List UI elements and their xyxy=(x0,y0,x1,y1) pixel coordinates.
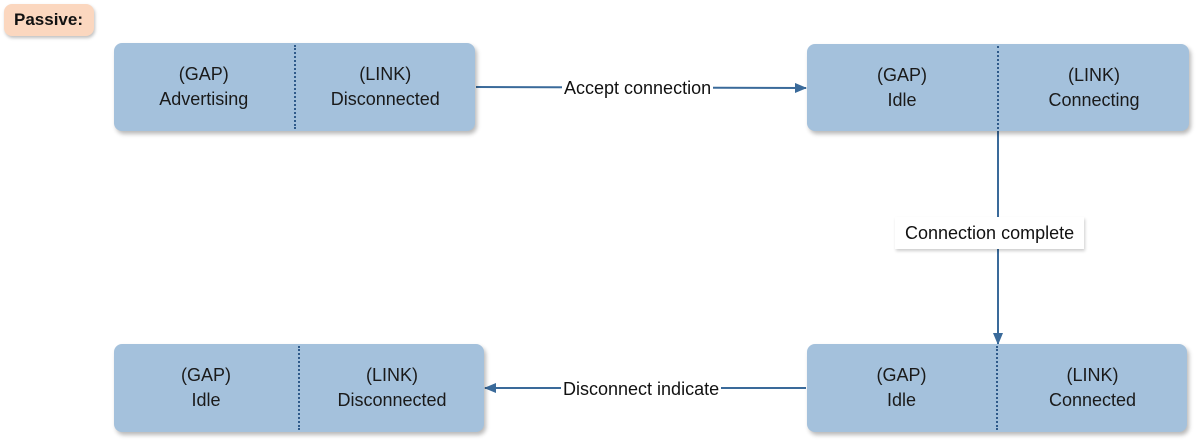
gap-state: Advertising xyxy=(159,89,249,109)
gap-section: (GAP) Advertising xyxy=(114,43,294,131)
gap-tag: (GAP) xyxy=(876,365,927,385)
link-tag: (LINK) xyxy=(1067,64,1120,85)
state-advertising: (GAP) Advertising (LINK) Disconnected xyxy=(114,43,475,131)
link-tag: (LINK) xyxy=(1066,365,1119,385)
link-tag: (LINK) xyxy=(359,64,412,84)
state-connected: (GAP) Idle (LINK) Connected xyxy=(807,344,1187,432)
label-disconnect-indicate: Disconnect indicate xyxy=(561,377,722,401)
state-divider xyxy=(293,45,296,129)
state-divider xyxy=(996,346,998,430)
passive-badge: Passive: xyxy=(4,4,94,36)
gap-tag: (GAP) xyxy=(180,365,231,385)
label-connection-complete: Connection complete xyxy=(895,217,1085,249)
state-disconnected: (GAP) Idle (LINK) Disconnected xyxy=(114,344,484,432)
state-connecting: (GAP) Idle (LINK) Connecting xyxy=(807,44,1189,131)
link-section: (LINK) Disconnected xyxy=(300,344,484,432)
link-state: Connecting xyxy=(1048,89,1140,110)
gap-tag: (GAP) xyxy=(178,64,229,84)
link-section: (LINK) Connecting xyxy=(999,44,1189,131)
link-state: Connected xyxy=(1048,390,1137,410)
link-tag: (LINK) xyxy=(365,365,418,385)
link-section: (LINK) Disconnected xyxy=(296,43,476,131)
gap-state: Idle xyxy=(887,89,917,110)
gap-tag: (GAP) xyxy=(876,64,927,85)
gap-section: (GAP) Idle xyxy=(807,344,996,432)
gap-section: (GAP) Idle xyxy=(114,344,298,432)
state-divider xyxy=(997,46,999,129)
gap-state: Idle xyxy=(191,390,221,410)
passive-badge-label: Passive: xyxy=(14,10,83,29)
gap-state: Idle xyxy=(886,390,917,410)
gap-section: (GAP) Idle xyxy=(807,44,997,131)
link-state: Disconnected xyxy=(330,89,440,109)
label-accept-connection: Accept connection xyxy=(562,76,714,100)
link-section: (LINK) Connected xyxy=(998,344,1187,432)
state-divider xyxy=(298,346,300,430)
link-state: Disconnected xyxy=(337,390,447,410)
